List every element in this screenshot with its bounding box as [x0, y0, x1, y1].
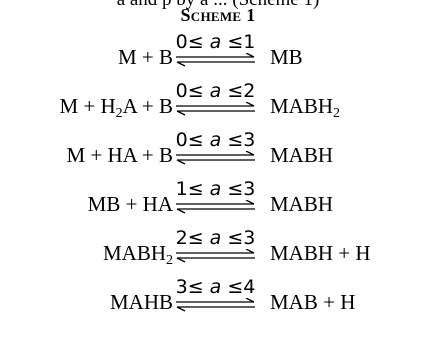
equilibrium-arrows-icon	[176, 200, 255, 214]
reactants: MAHB	[110, 290, 173, 315]
reverse-harpoon	[176, 110, 255, 116]
reverse-harpoon	[176, 159, 255, 165]
products: MABH2	[270, 94, 341, 121]
equilibrium-arrows-icon	[176, 53, 255, 67]
condition-variable: a	[209, 129, 222, 151]
products: MABH	[270, 192, 333, 217]
formula-text: MAHB	[109, 290, 173, 314]
equilibrium-arrow: 0≤ a ≤1	[175, 31, 256, 77]
formula-text: MABH	[270, 192, 334, 216]
reverse-harpoon	[176, 306, 255, 312]
subscript: 2	[333, 106, 341, 121]
reactants: M + H2A + B	[59, 94, 173, 121]
formula-text: A + B	[122, 94, 173, 118]
reverse-harpoon	[176, 61, 255, 67]
formula-text: MABH	[102, 241, 166, 265]
ph-range-condition: 0≤ a ≤1	[175, 31, 256, 53]
reactants: MABH2	[102, 241, 173, 268]
forward-harpoon	[176, 249, 255, 254]
reactants: M + B	[118, 45, 173, 70]
forward-harpoon	[176, 151, 255, 156]
formula-text: MABH	[270, 143, 334, 167]
reverse-harpoon	[176, 257, 255, 263]
forward-harpoon	[176, 298, 255, 303]
ph-range-condition: 0≤ a ≤3	[175, 129, 256, 151]
forward-harpoon	[176, 102, 255, 107]
condition-variable: a	[209, 178, 222, 200]
condition-upper: ≤2	[221, 80, 256, 102]
reverse-harpoon	[176, 208, 255, 214]
reactants: MB + HA	[88, 192, 173, 217]
equilibrium-arrow: 3≤ a ≤4	[175, 276, 256, 322]
formula-text: MB + HA	[87, 192, 173, 216]
equilibrium-arrow: 1≤ a ≤3	[175, 178, 256, 224]
formula-text: MB	[270, 45, 303, 69]
ph-range-condition: 1≤ a ≤3	[175, 178, 256, 200]
condition-variable: a	[209, 227, 222, 249]
equilibrium-arrows-icon	[176, 298, 255, 312]
subscript: 2	[166, 253, 173, 268]
equilibrium-arrow: 2≤ a ≤3	[175, 227, 256, 273]
condition-upper: ≤1	[221, 31, 256, 53]
formula-text: MABH + H	[270, 241, 371, 265]
formula-text: MAB + H	[270, 290, 356, 314]
formula-text: MABH	[270, 94, 334, 118]
condition-variable: a	[209, 31, 222, 53]
condition-lower: 3≤	[175, 276, 210, 298]
condition-upper: ≤3	[221, 227, 256, 249]
forward-harpoon	[176, 200, 255, 205]
condition-lower: 0≤	[175, 31, 210, 53]
ph-range-condition: 2≤ a ≤3	[175, 227, 256, 249]
condition-upper: ≤3	[221, 178, 256, 200]
context-text-fragment: a and p by a ... (Scheme 1)	[0, 0, 436, 11]
condition-variable: a	[209, 80, 222, 102]
forward-harpoon	[176, 53, 255, 58]
equilibrium-arrows-icon	[176, 249, 255, 263]
condition-variable: a	[209, 276, 222, 298]
equilibrium-arrows-icon	[176, 102, 255, 116]
equilibrium-arrows-icon	[176, 151, 255, 165]
products: MB	[270, 45, 303, 70]
subscript: 2	[115, 106, 123, 121]
condition-lower: 2≤	[175, 227, 210, 249]
condition-upper: ≤3	[221, 129, 256, 151]
formula-text: M + H	[59, 94, 116, 118]
condition-lower: 1≤	[175, 178, 210, 200]
products: MABH + H	[270, 241, 371, 266]
formula-text: M + B	[117, 45, 173, 69]
reactants: M + HA + B	[66, 143, 173, 168]
condition-lower: 0≤	[175, 129, 210, 151]
equilibrium-arrow: 0≤ a ≤3	[175, 129, 256, 175]
condition-lower: 0≤	[175, 80, 210, 102]
products: MAB + H	[270, 290, 355, 315]
equilibrium-arrow: 0≤ a ≤2	[175, 80, 256, 126]
condition-upper: ≤4	[221, 276, 256, 298]
formula-text: M + HA + B	[66, 143, 173, 167]
ph-range-condition: 3≤ a ≤4	[175, 276, 256, 298]
products: MABH	[270, 143, 333, 168]
ph-range-condition: 0≤ a ≤2	[175, 80, 256, 102]
scheme-title: Scheme 1	[180, 5, 256, 25]
